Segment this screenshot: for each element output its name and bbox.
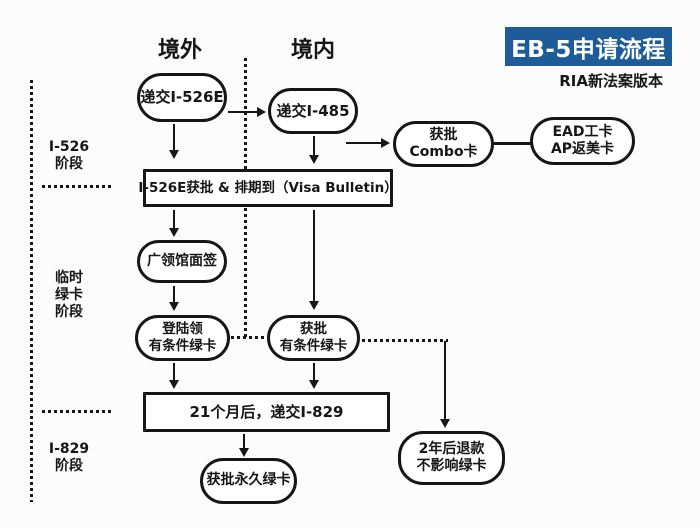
- node-consulate-interview: 广领馆面签: [137, 240, 227, 283]
- node-approved-conditional-card: 获批 有条件绿卡: [267, 315, 360, 361]
- arrow-approved-to-i829: [309, 363, 319, 389]
- dotted-connector-to-refund: [362, 339, 448, 342]
- arrow-consulate-to-landing: [169, 286, 179, 311]
- arrow-i829-to-permanent: [239, 434, 249, 457]
- node-visa-bulletin: I-526E获批 & 排期到（Visa Bulletin）: [138, 169, 398, 207]
- stage-guide-line: [30, 80, 33, 502]
- arrow-i526e-to-i485: [228, 107, 266, 117]
- stage-divider-1: [42, 185, 112, 188]
- node-file-i829: 21个月后，递交I-829: [143, 392, 390, 432]
- column-header-overseas: 境外: [157, 38, 202, 63]
- node-submit-i485: 递交I-485: [268, 88, 358, 134]
- stage-divider-2: [42, 410, 112, 413]
- stage-label-temp-green-card: 临时 绿卡 阶段: [55, 270, 83, 320]
- dotted-connector-landing-approved: [231, 336, 267, 339]
- node-submit-i526e: 递交I-526E: [137, 73, 227, 122]
- title-banner: EB-5申请流程: [505, 27, 672, 66]
- arrow-approval-to-conditional: [309, 210, 319, 310]
- node-refund: 2年后退款 不影响绿卡: [398, 431, 505, 485]
- arrow-i526e-to-approval: [169, 124, 179, 159]
- arrow-approval-to-consulate: [169, 210, 179, 237]
- line-combo-to-ead: [494, 142, 532, 145]
- node-combo-card: 获批 Combo卡: [393, 121, 494, 167]
- title-subtitle: RIA新法案版本: [559, 72, 663, 90]
- arrow-to-combo: [346, 138, 390, 148]
- arrow-landing-to-i829: [169, 363, 179, 389]
- stage-label-i526: I-526 阶段: [48, 139, 90, 172]
- node-permanent-green-card: 获批永久绿卡: [200, 458, 297, 504]
- arrow-to-refund: [440, 341, 450, 428]
- column-header-domestic: 境内: [290, 38, 335, 63]
- arrow-i485-to-approval: [309, 136, 319, 164]
- stage-label-i829: I-829 阶段: [48, 441, 90, 474]
- node-landing-conditional-card: 登陆领 有条件绿卡: [135, 315, 230, 361]
- node-ead-ap-card: EAD工卡 AP返美卡: [530, 117, 635, 165]
